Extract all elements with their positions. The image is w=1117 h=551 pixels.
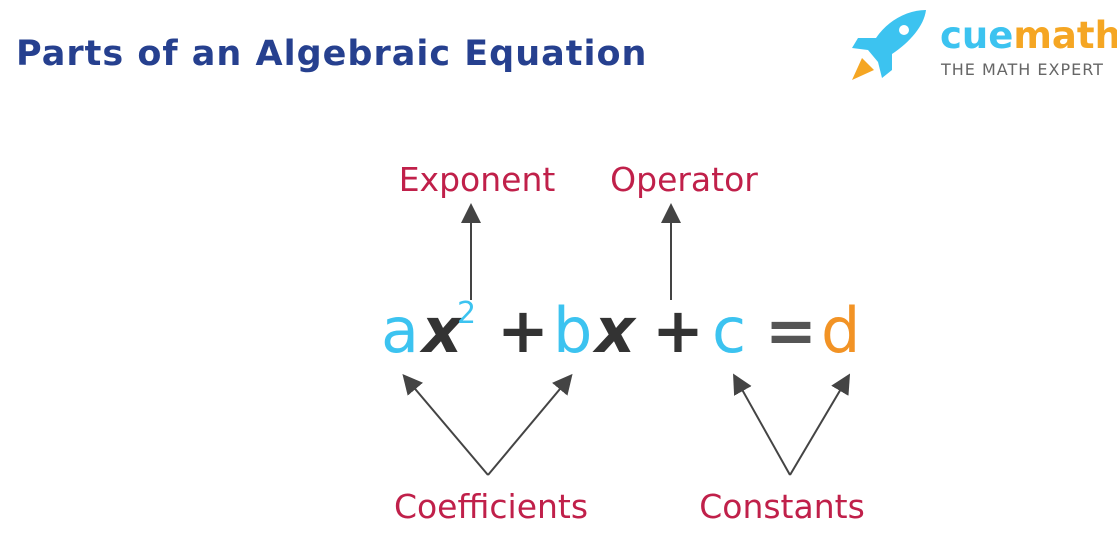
var-x1: x (422, 294, 462, 367)
label-constants: Constants (699, 487, 865, 526)
const-d: d (821, 294, 861, 367)
page-title: Parts of an Algebraic Equation (16, 34, 648, 74)
arrow-coef-b (487, 373, 573, 476)
coef-b: b (553, 294, 593, 367)
arrow-const-d (789, 373, 851, 476)
plus-1: + (497, 294, 549, 367)
equals: = (765, 294, 817, 367)
var-x2: x (595, 294, 635, 367)
arrow-const-c (733, 373, 791, 476)
brand-logo-text: cuemath (940, 14, 1117, 57)
arrow-coef-a (402, 373, 489, 476)
const-c: c (712, 294, 747, 367)
label-operator: Operator (610, 160, 758, 199)
rocket-logo-icon (852, 10, 926, 80)
brand-tagline: THE MATH EXPERT (941, 60, 1104, 79)
coef-a: a (381, 294, 419, 367)
label-coefficients: Coefficients (393, 487, 589, 526)
brand-math: math (1013, 14, 1117, 57)
plus-2: + (652, 294, 704, 367)
brand-cue: cue (940, 14, 1014, 57)
label-exponent: Exponent (398, 160, 556, 199)
exponent-2: 2 (457, 296, 477, 331)
